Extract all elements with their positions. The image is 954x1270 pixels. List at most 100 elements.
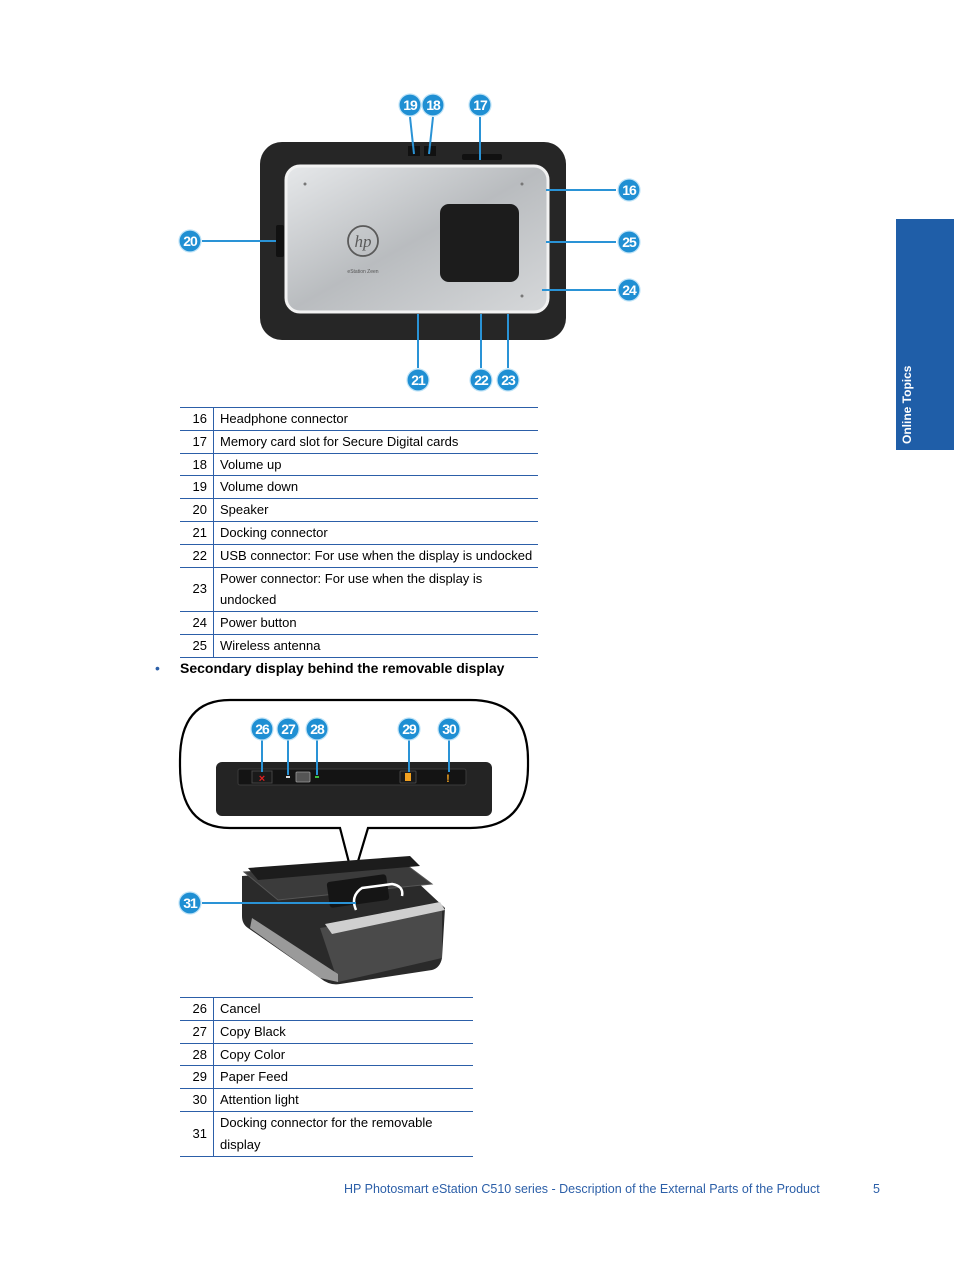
part-number: 25 xyxy=(180,633,214,658)
callout-27: 27 xyxy=(276,717,300,741)
part-number: 26 xyxy=(180,997,214,1021)
svg-text:19: 19 xyxy=(403,97,418,113)
callout-20: 20 xyxy=(178,229,202,253)
part-number: 30 xyxy=(180,1088,214,1112)
part-description: Copy Color xyxy=(213,1042,473,1066)
screw-hole xyxy=(303,182,307,186)
callout-25: 25 xyxy=(617,230,641,254)
callout-28: 28 xyxy=(305,717,329,741)
cancel-icon: × xyxy=(259,773,265,785)
rear-window xyxy=(440,204,519,282)
part-description: Headphone connector xyxy=(213,407,538,431)
svg-text:30: 30 xyxy=(442,721,457,737)
svg-text:17: 17 xyxy=(473,97,488,113)
callout-19: 19 xyxy=(398,93,422,117)
copy-black-led xyxy=(286,776,290,778)
part-description: Volume down xyxy=(213,475,538,499)
printer-top xyxy=(248,856,420,880)
svg-text:27: 27 xyxy=(281,721,296,737)
svg-text:26: 26 xyxy=(255,721,270,737)
part-number: 16 xyxy=(180,407,214,431)
part-description: Volume up xyxy=(213,452,538,476)
page-footer: HP Photosmart eStation C510 series - Des… xyxy=(344,1182,820,1196)
removable-display-diagram: hp eStation Zeen 19 18 17 16 20 25 24 21… xyxy=(178,93,641,392)
svg-text:29: 29 xyxy=(402,721,417,737)
callout-29: 29 xyxy=(397,717,421,741)
hp-logo-text: hp xyxy=(355,232,372,251)
part-description: Power button xyxy=(213,611,538,635)
paper-tray xyxy=(250,918,338,982)
part-description: Power connector: For use when the displa… xyxy=(213,566,538,612)
svg-text:25: 25 xyxy=(622,234,637,250)
callout-24: 24 xyxy=(617,278,641,302)
part-description: Paper Feed xyxy=(213,1065,473,1089)
output-tray xyxy=(325,902,445,934)
part-number: 19 xyxy=(180,475,214,499)
svg-text:20: 20 xyxy=(183,233,198,249)
docking-connector-outline xyxy=(352,882,404,911)
svg-text:22: 22 xyxy=(474,372,489,388)
side-tab-label: Online Topics xyxy=(900,365,914,444)
part-description: Docking connector for the removable disp… xyxy=(213,1110,473,1157)
part-number: 21 xyxy=(180,520,214,545)
paper-feed-icon xyxy=(405,773,411,781)
part-number: 31 xyxy=(180,1110,214,1157)
part-number: 17 xyxy=(180,429,214,454)
svg-text:28: 28 xyxy=(310,721,325,737)
svg-text:31: 31 xyxy=(183,895,198,911)
part-number: 23 xyxy=(180,566,214,612)
part-number: 29 xyxy=(180,1065,214,1089)
hp-logo xyxy=(347,225,379,257)
svg-text:24: 24 xyxy=(622,282,637,298)
callout-23: 23 xyxy=(496,368,520,392)
callout-22: 22 xyxy=(469,368,493,392)
side-tab-online-topics[interactable]: Online Topics xyxy=(896,219,954,450)
section-heading: • Secondary display behind the removable … xyxy=(155,660,504,676)
bullet: • xyxy=(155,660,160,676)
part-number: 22 xyxy=(180,543,214,568)
device-label: eStation Zeen xyxy=(347,269,378,275)
callout-21: 21 xyxy=(406,368,430,392)
svg-text:18: 18 xyxy=(426,97,441,113)
copy-color-led xyxy=(315,776,319,778)
section-heading-text: Secondary display behind the removable d… xyxy=(180,660,505,676)
svg-text:16: 16 xyxy=(622,182,637,198)
part-number: 27 xyxy=(180,1019,214,1044)
part-number: 20 xyxy=(180,498,214,522)
part-description: Speaker xyxy=(213,498,538,522)
svg-text:21: 21 xyxy=(411,372,426,388)
part-description: Wireless antenna xyxy=(213,633,538,658)
callout-30: 30 xyxy=(437,717,461,741)
part-description: Attention light xyxy=(213,1088,473,1112)
part-description: Cancel xyxy=(213,997,473,1021)
page-number: 5 xyxy=(873,1182,880,1196)
callout-26: 26 xyxy=(250,717,274,741)
screw-hole xyxy=(520,294,524,298)
part-number: 24 xyxy=(180,611,214,635)
svg-text:23: 23 xyxy=(501,372,516,388)
screw-hole xyxy=(520,182,524,186)
part-description: Copy Black xyxy=(213,1019,473,1044)
callout-16: 16 xyxy=(617,178,641,202)
part-description: USB connector: For use when the display … xyxy=(213,543,538,568)
memory-card-slot xyxy=(462,154,502,160)
speaker-grille xyxy=(276,225,284,257)
copy-icon xyxy=(295,771,311,783)
